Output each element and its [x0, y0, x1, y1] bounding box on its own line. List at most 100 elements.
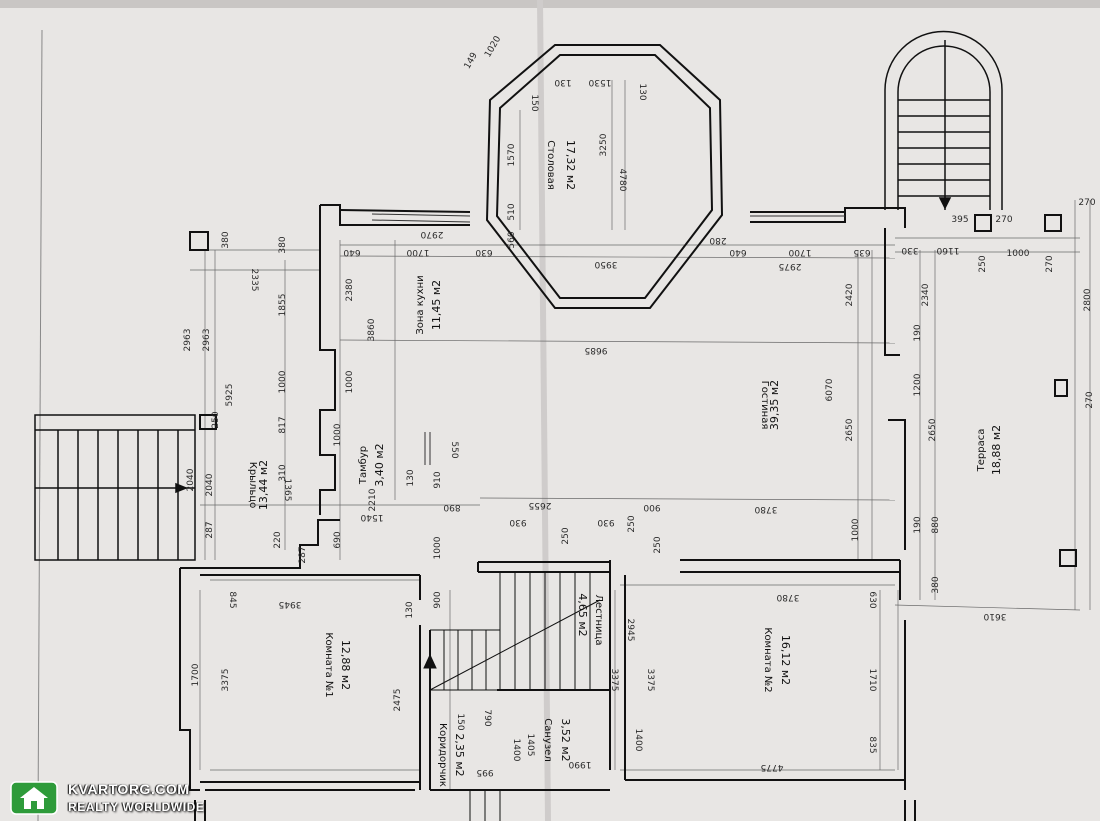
dim-label: 380 — [931, 576, 941, 593]
dim-label: 2975 — [779, 261, 802, 271]
dim-label: 2340 — [921, 283, 931, 306]
room-bathroom-name: Санузел — [542, 718, 553, 761]
windows — [371, 213, 845, 465]
room-vestibule-name: Тамбур — [358, 446, 369, 485]
dim-label: 1160 — [936, 245, 959, 255]
room-porch-name: Крыльцо — [247, 462, 258, 509]
room-dining-area: 17,32 м2 — [564, 140, 577, 190]
dim-label: 190 — [913, 324, 923, 341]
dim-label: 1400 — [633, 729, 643, 752]
dim-label: 2655 — [529, 500, 552, 510]
dim-label: 1700 — [788, 247, 811, 257]
frame-line — [37, 29, 43, 821]
room-terrace-name: Терраса — [976, 429, 987, 473]
dim-label: 150 — [455, 713, 465, 730]
dim-label: 330 — [901, 245, 918, 255]
room-room1-name: Комната №1 — [323, 632, 334, 697]
room-stairs-name: Лестница — [593, 595, 604, 646]
internal-stair — [423, 572, 601, 821]
dim-label: 130 — [554, 77, 571, 87]
dim-label: 880 — [931, 516, 941, 533]
room-terrace-area: 18,88 м2 — [990, 425, 1003, 475]
dim-label: 130 — [637, 83, 647, 100]
dim-label: 1200 — [913, 373, 923, 396]
dim-label: 4775 — [761, 762, 784, 772]
dim-label: 2475 — [393, 689, 403, 712]
dim-label: 640 — [729, 247, 746, 257]
dim-label: 2210 — [368, 488, 378, 511]
dim-label: 3950 — [594, 259, 617, 269]
dim-label: 4780 — [617, 169, 627, 192]
dim-label: 1000 — [433, 536, 443, 559]
dim-label: 1000 — [1007, 249, 1030, 259]
dim-label: 270 — [1045, 255, 1055, 272]
room-living-area: 39,35 м2 — [768, 380, 781, 430]
dim-label: 995 — [476, 767, 493, 777]
dim-label: 900 — [643, 502, 660, 512]
dim-label: 1700 — [406, 247, 429, 257]
watermark: KVARTORG.COM REALTY WORLDWIDE — [10, 781, 210, 817]
dim-label: 3375 — [221, 669, 231, 692]
dim-label: 900 — [433, 591, 443, 608]
dim-label: 2963 — [202, 329, 212, 352]
dim-label: 130 — [405, 601, 415, 618]
room-porch-area: 13,44 м2 — [257, 460, 270, 510]
dim-label: 1990 — [568, 759, 591, 769]
room-room1-area: 12,88 м2 — [339, 640, 352, 690]
dim-label: 630 — [475, 247, 492, 257]
dim-label: 790 — [482, 709, 492, 726]
room-vestibule-area: 3,40 м2 — [373, 443, 386, 486]
room-corridor-area: 2,35 м2 — [453, 733, 466, 776]
dim-label: 1540 — [360, 512, 383, 522]
dim-label: 630 — [867, 591, 877, 608]
dim-label: 845 — [227, 591, 237, 608]
dim-label: 635 — [853, 247, 870, 257]
room-living-name: Гостиная — [759, 381, 770, 430]
dim-label: 2420 — [845, 283, 855, 306]
dim-label: 2040 — [186, 468, 196, 491]
room-labels: Столовая 17,32 м2 Зона кухни 11,45 м2 Го… — [247, 140, 1003, 787]
dim-label: 510 — [507, 203, 517, 220]
dim-label: 2800 — [1083, 288, 1093, 311]
dim-label: 3780 — [754, 504, 777, 514]
dim-label: 395 — [951, 215, 968, 225]
dim-label: 1855 — [278, 294, 288, 317]
room-stairs-area: 4,65 м2 — [576, 593, 589, 636]
dim-label: 1000 — [345, 370, 355, 393]
dim-label: 3375 — [645, 669, 655, 692]
dim-label: 9685 — [585, 345, 608, 355]
dim-label: 2650 — [845, 418, 855, 441]
room-kitchen-area: 11,45 м2 — [430, 280, 443, 330]
dim-label: 3860 — [367, 318, 377, 341]
dim-label: 3250 — [599, 133, 609, 156]
dim-label: 3945 — [279, 599, 302, 609]
dim-label: 380 — [278, 236, 288, 253]
dim-label: 930 — [597, 517, 614, 527]
dim-label: 835 — [867, 736, 877, 753]
dim-label: 1400 — [511, 739, 521, 762]
dim-label: 250 — [978, 255, 988, 272]
dim-label: 550 — [449, 441, 459, 458]
dim-label: 1365 — [282, 479, 292, 502]
walls — [179, 44, 1077, 821]
dim-label: 270 — [1078, 198, 1095, 208]
dim-label: 2380 — [345, 278, 355, 301]
dim-label: 2970 — [420, 229, 443, 239]
dim-label: 2650 — [928, 418, 938, 441]
dim-label: 1530 — [588, 77, 611, 87]
dim-label: 150 — [529, 94, 539, 111]
house-icon — [10, 781, 58, 815]
watermark-site: KVARTORG.COM — [68, 781, 190, 797]
dim-label: 287 — [205, 521, 215, 538]
dim-label: 2945 — [625, 619, 635, 642]
dim-label: 1700 — [191, 663, 201, 686]
dim-label: 287 — [298, 546, 308, 563]
dim-label: 1710 — [867, 669, 877, 692]
dim-label: 1570 — [507, 143, 517, 166]
dim-label: 380 — [221, 231, 231, 248]
dim-label: 220 — [273, 531, 283, 548]
dim-label: 310 — [278, 464, 288, 481]
dim-label: 5925 — [225, 384, 235, 407]
dim-label: 3610 — [983, 611, 1006, 621]
